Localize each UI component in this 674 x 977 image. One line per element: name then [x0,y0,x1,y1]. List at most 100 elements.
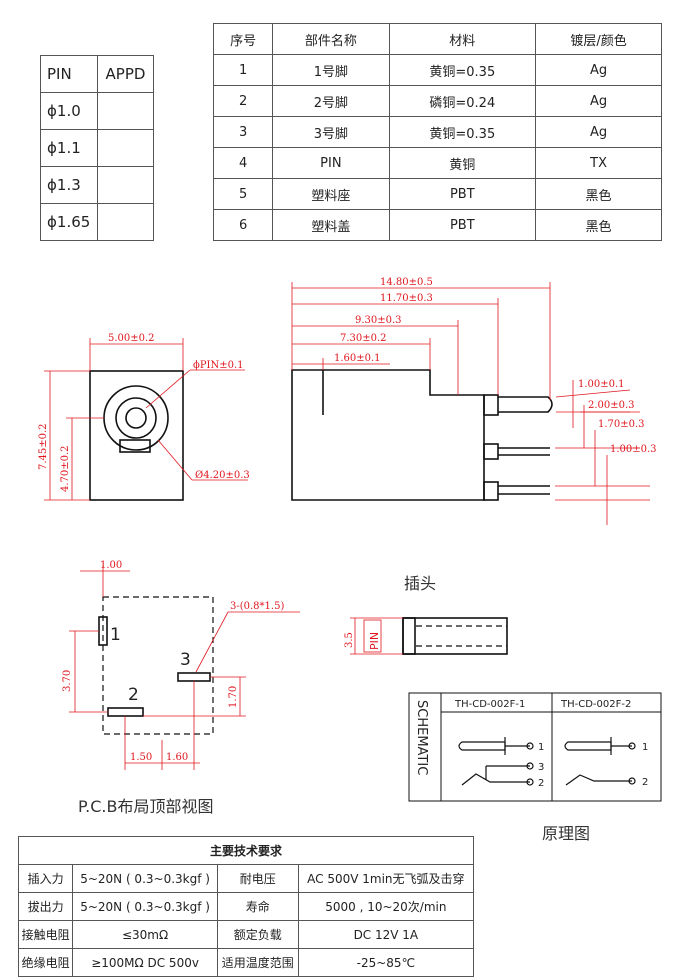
dim-left-label: 3.70 [62,670,73,692]
header-index: 序号 [212,23,274,55]
schematic-terminal [526,762,534,770]
table-cell: 拔出力 [17,892,74,921]
schematic-pin-symbol [458,741,506,751]
table-cell: 6 [212,209,274,241]
dim-line [555,389,631,398]
table-cell: 塑料盖 [272,209,390,241]
table-cell: Ag [535,85,662,117]
dim-h-label: 1.60±0.1 [334,353,381,364]
side-tab-2 [483,443,499,460]
table-cell: 磷铜=0.24 [388,85,537,117]
table-cell [97,129,154,167]
table-cell: 额定负载 [216,920,299,949]
table-cell: 5~20N ( 0.3~0.3kgf ) [72,892,218,921]
plug-caption: 插头 [404,574,437,593]
schematic-pin-label: 1 [642,742,648,753]
schematic-model-2: TH-CD-002F-2 [560,699,631,710]
pad-label-1: 1 [110,625,121,645]
table-row: 3 3号脚 黄铜=0.35 Ag [212,116,662,148]
table-row: ϕ1.0 [40,92,154,130]
table-cell: DC 12V 1A [297,920,475,949]
table-cell: 3号脚 [272,116,390,148]
table-cell: 塑料座 [272,178,390,210]
dim-h-label: 14.80±0.5 [380,277,433,288]
table-row: ϕ1.1 [40,129,154,167]
front-inner-circle [115,397,157,439]
schematic-pin-label: 1 [538,742,544,753]
dim-bottom-left-label: 1.50 [130,752,152,763]
spec-title: 主要技术要求 [18,836,474,865]
dim-v-label: 1.70±0.3 [598,419,645,430]
table-cell: 接触电阻 [17,920,74,949]
pad-label-2: 2 [128,685,139,705]
pad-2 [107,707,144,717]
schematic-terminal [628,742,636,750]
schematic-switch [461,773,530,786]
dim-v-label: 1.00±0.1 [578,379,625,390]
front-pin-circle [125,407,147,429]
table-row: 插入力 5~20N ( 0.3~0.3kgf ) 耐电压 AC 500V 1mi… [17,864,475,893]
dim-leader [195,611,229,673]
table-cell: 5000 , 10~20次/min [297,892,475,921]
dim-h-label: 11.70±0.3 [380,293,433,304]
dim-leader [157,439,193,481]
table-cell [97,203,154,241]
pcb-caption: P.C.B布局顶部视图 [78,797,214,816]
table-cell: PIN [272,147,390,179]
dim-h-label: 7.30±0.2 [340,333,387,344]
dim-v-label: 1.00±0.3 [610,444,657,455]
spec-table: 主要技术要求 插入力 5~20N ( 0.3~0.3kgf ) 耐电压 AC 5… [17,836,475,977]
dim-top-label: 1.00 [100,560,122,571]
dim-h-label: 9.30±0.3 [355,315,402,326]
table-cell: 1 [212,54,274,86]
schematic-pin-symbol [564,741,612,751]
dim-width-label: 5.00±0.2 [108,333,155,344]
table-row: 5 塑料座 PBT 黑色 [212,178,662,210]
side-tab-1 [483,394,499,416]
table-cell: ≥100MΩ DC 500v [72,948,218,977]
plug-body [402,617,508,655]
plug-pin-box [363,619,382,653]
table-header-row: PIN APPD [40,55,154,93]
table-cell: 耐电压 [216,864,299,893]
dim-diameter-label: Ø4.20±0.3 [195,470,250,481]
dim-right-label: 1.70 [228,686,239,708]
table-cell: AC 500V 1min无飞弧及击穿 [297,864,475,893]
side-pin-1 [498,396,553,413]
front-slot [119,439,151,453]
schematic-model-1: TH-CD-002F-1 [454,699,525,710]
schematic-pin-label: 2 [642,777,648,788]
dim-hole-label: 3-(0.8*1.5) [230,601,284,612]
table-cell [97,92,154,130]
plug-drawing: 3.5 PIN [344,617,508,655]
side-body-outline [291,369,485,501]
schematic-box: SCHEMATIC TH-CD-002F-1 TH-CD-002F-2 1 3 … [408,692,662,802]
schematic-frame [408,692,662,802]
header-material: 材料 [388,23,537,55]
pad-3 [177,672,211,682]
side-view: 14.80±0.5 11.70±0.3 9.30±0.3 7.30±0.2 1.… [291,277,657,525]
schematic-terminal [526,778,534,786]
table-cell: 绝缘电阻 [17,948,74,977]
table-cell: ≤30mΩ [72,920,218,949]
pad-label-3: 3 [180,650,191,670]
table-row: 2 2号脚 磷铜=0.24 Ag [212,85,662,117]
plug-tip [402,617,416,655]
schematic-terminal [628,777,636,785]
table-cell: 插入力 [17,864,74,893]
pin-appd-table: PIN APPD ϕ1.0 ϕ1.1 ϕ1.3 ϕ1.65 [40,55,154,241]
table-cell: TX [535,147,662,179]
table-cell: 5~20N ( 0.3~0.3kgf ) [72,864,218,893]
schematic-switch [565,774,632,786]
table-row: ϕ1.65 [40,203,154,241]
table-cell: 黄铜 [388,147,537,179]
table-row: 拔出力 5~20N ( 0.3~0.3kgf ) 寿命 5000 , 10~20… [17,892,475,921]
parts-table: 序号 部件名称 材料 镀层/颜色 1 1号脚 黄铜=0.35 Ag 2 2号脚 … [212,23,662,241]
header-appd: APPD [97,55,154,93]
table-cell: 5 [212,178,274,210]
dim-v-label: 2.00±0.3 [588,400,635,411]
schematic-pin-label: 2 [538,778,544,789]
table-row: 接触电阻 ≤30mΩ 额定负载 DC 12V 1A [17,920,475,949]
plug-pin-label: PIN [368,632,381,650]
table-title-row: 主要技术要求 [18,836,474,865]
